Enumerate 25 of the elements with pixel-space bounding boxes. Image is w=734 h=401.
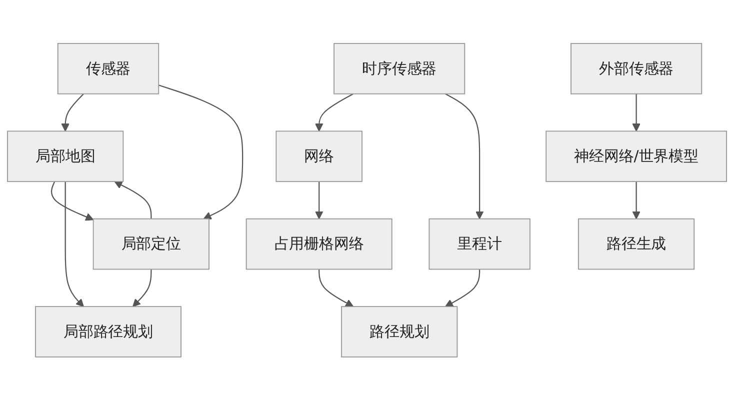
- arrow: [318, 270, 354, 308]
- arrow: [632, 94, 640, 132]
- node-box: 局部路径规划: [35, 306, 182, 358]
- arrow: [132, 270, 152, 308]
- arrow: [632, 182, 640, 220]
- arrow: [64, 182, 84, 308]
- node-box: 局部定位: [92, 218, 210, 270]
- node-box: 时序传感器: [334, 43, 466, 95]
- node-box: 外部传感器: [570, 43, 702, 95]
- arrow: [315, 182, 324, 220]
- node-box: 局部地图: [7, 131, 124, 182]
- node-box: 里程计: [428, 218, 530, 270]
- arrow: [315, 94, 354, 132]
- node-box: 路径规划: [341, 306, 458, 358]
- arrow: [61, 94, 84, 132]
- node-box: 路径生成: [578, 218, 695, 270]
- node-box: 占用栅格网络: [246, 218, 392, 270]
- arrow: [158, 84, 244, 220]
- arrow: [114, 181, 152, 220]
- node-box: 网络: [276, 131, 362, 182]
- node-box: 传感器: [57, 43, 160, 95]
- arrow: [445, 94, 484, 220]
- node-box: 神经网络/世界模型: [546, 131, 727, 182]
- arrow: [50, 182, 94, 221]
- arrow: [445, 270, 480, 308]
